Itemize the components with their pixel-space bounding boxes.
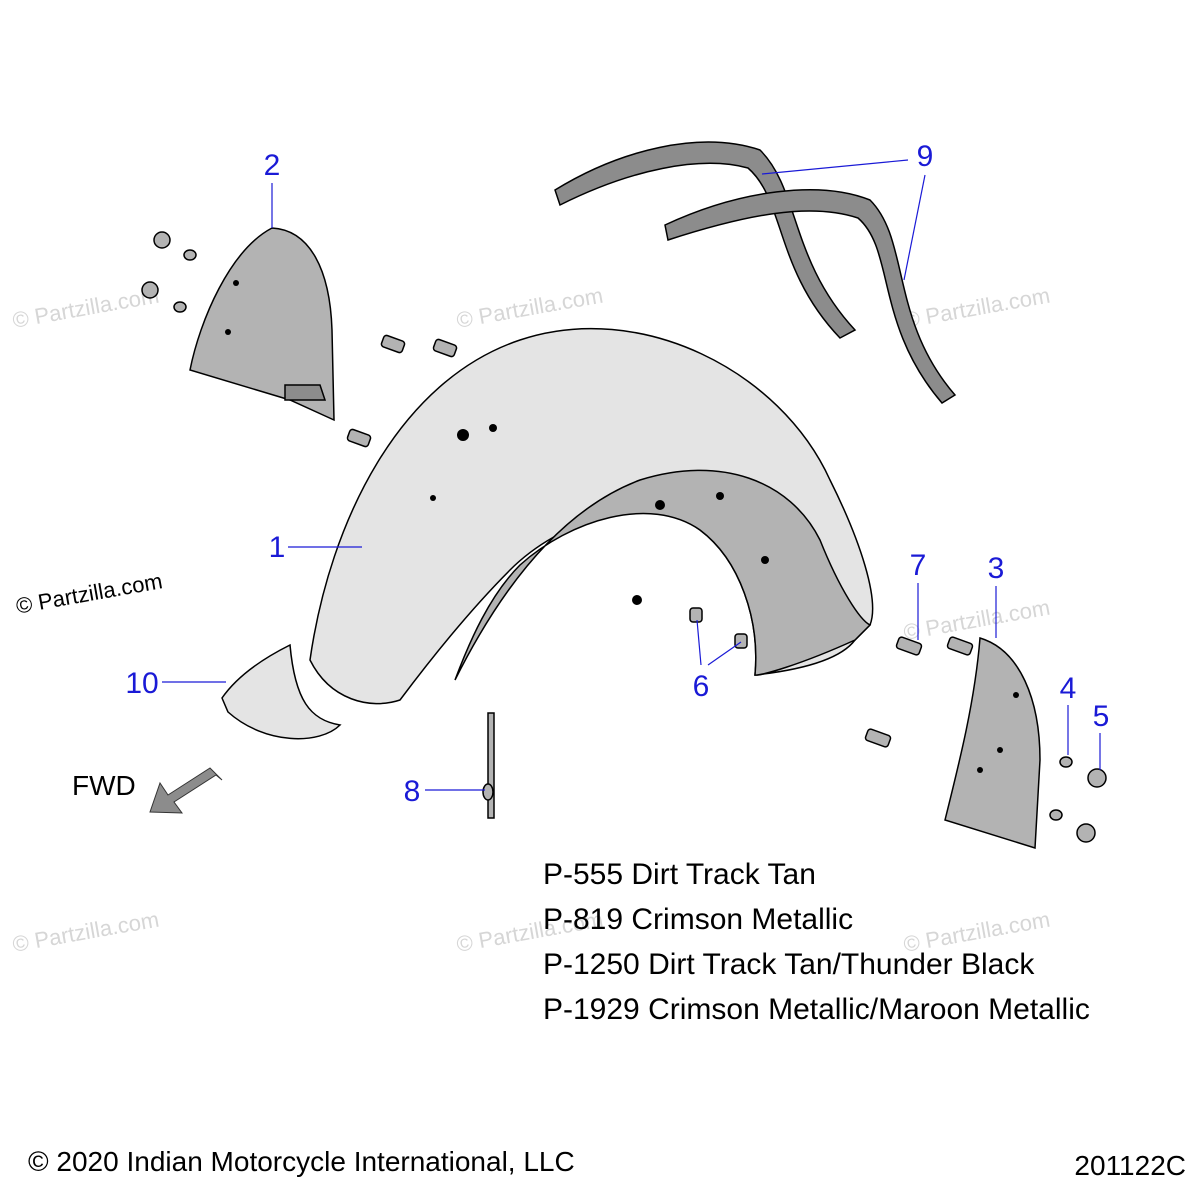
washer xyxy=(1059,756,1073,768)
callout-6: 6 xyxy=(693,670,710,703)
nut xyxy=(153,231,171,249)
screw xyxy=(864,728,892,748)
screw xyxy=(380,334,406,354)
forward-arrow: FWD xyxy=(72,767,223,814)
screw xyxy=(346,428,372,448)
callout-9: 9 xyxy=(917,140,934,173)
screw xyxy=(946,636,974,656)
cap-nut xyxy=(1087,768,1107,788)
washer xyxy=(1049,809,1063,821)
side-cover-left xyxy=(189,227,335,422)
screw xyxy=(432,338,458,358)
copyright-notice: © 2020 Indian Motorcycle International, … xyxy=(28,1146,575,1177)
screw xyxy=(895,636,923,656)
callout-10: 10 xyxy=(125,667,158,700)
callout-8: 8 xyxy=(404,775,421,808)
cap-nut xyxy=(1076,823,1096,843)
callout-2: 2 xyxy=(264,149,281,182)
fender-tip xyxy=(221,643,342,740)
watermark: © Partzilla.com xyxy=(902,595,1052,645)
callout-7: 7 xyxy=(910,549,927,582)
color-code-item: P-819 Crimson Metallic xyxy=(543,903,854,936)
bolt xyxy=(689,607,703,623)
bolt xyxy=(734,633,748,649)
trim-strips xyxy=(554,141,957,404)
hardware xyxy=(141,231,1107,843)
watermark: © Partzilla.com xyxy=(11,907,161,957)
color-code-item: P-1929 Crimson Metallic/Maroon Metallic xyxy=(543,993,1090,1026)
watermark: © Partzilla.com xyxy=(455,283,605,333)
wire-clip xyxy=(482,712,495,819)
fwd-label: FWD xyxy=(72,770,136,801)
color-code-item: P-555 Dirt Track Tan xyxy=(543,858,816,891)
callout-4: 4 xyxy=(1060,672,1077,705)
side-cover-right xyxy=(944,637,1041,850)
nut xyxy=(141,281,159,299)
callout-3: 3 xyxy=(988,552,1005,585)
callout-1: 1 xyxy=(269,531,286,564)
washer xyxy=(173,301,187,313)
watermark: © Partzilla.com xyxy=(902,283,1052,333)
washer xyxy=(183,249,197,261)
color-code-item: P-1250 Dirt Track Tan/Thunder Black xyxy=(543,948,1035,981)
callout-5: 5 xyxy=(1093,700,1110,733)
callouts: 2 1 3 4 5 6 7 8 9 10 xyxy=(125,140,1109,808)
leader-lines xyxy=(162,159,1101,791)
color-code-list: P-555 Dirt Track Tan P-819 Crimson Metal… xyxy=(543,852,1090,1032)
drawing-number: 201122C xyxy=(1074,1150,1186,1181)
watermark: © Partzilla.com xyxy=(11,283,161,333)
rear-fender xyxy=(309,327,874,705)
